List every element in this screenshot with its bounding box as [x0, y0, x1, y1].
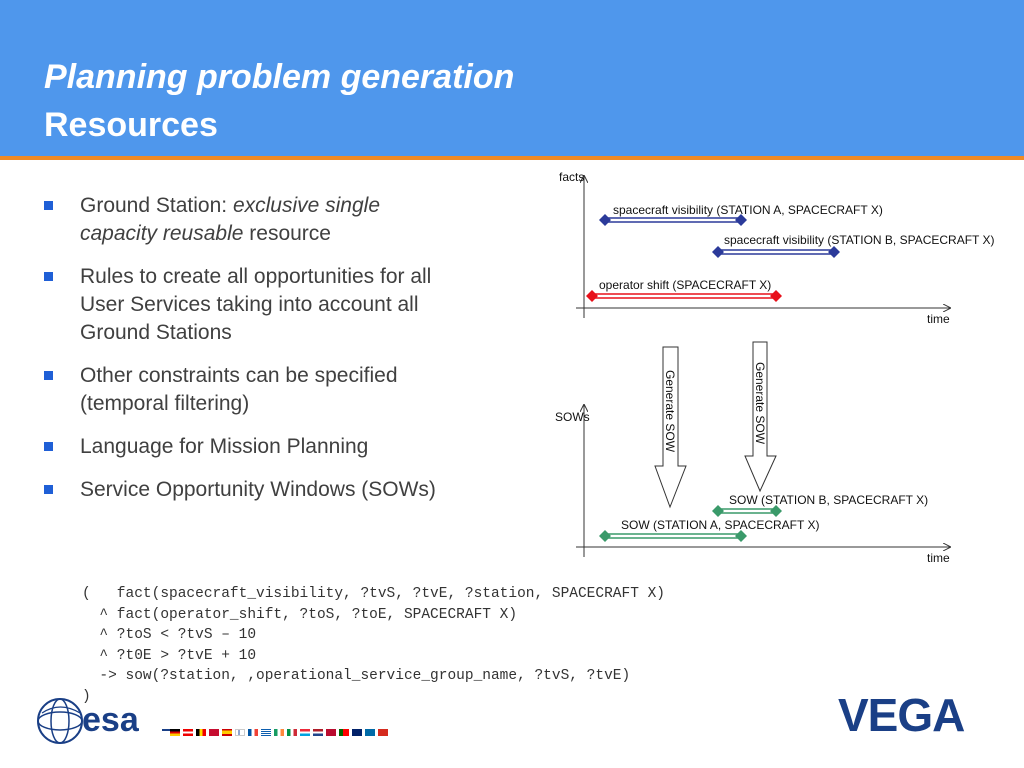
flag-icon — [222, 729, 232, 736]
diamond-icon — [735, 530, 747, 542]
flag-icon — [209, 729, 219, 736]
flag-icon — [326, 729, 336, 736]
bullet-constraints: Other constraints can be specified (temp… — [44, 362, 454, 418]
code-line: -> sow(?station, ,operational_service_gr… — [82, 668, 631, 684]
generate-arrow-2 — [744, 341, 777, 493]
bullet-list: Ground Station: exclusive single capacit… — [44, 192, 454, 519]
sow-b-label: SOW (STATION B, SPACECRAFT X) — [729, 493, 928, 507]
diamond-icon — [712, 505, 724, 517]
flag-icon — [235, 729, 245, 736]
sows-axis-label: SOWs — [555, 410, 590, 424]
visibility-b-label: spacecraft visibility (STATION B, SPACEC… — [724, 233, 995, 247]
timeline-diagram: facts time spacecraft visibility (STATIO… — [555, 170, 995, 565]
flag-icon — [183, 729, 193, 736]
flag-icon — [248, 729, 258, 736]
flag-icon — [261, 729, 271, 736]
code-line: ) — [82, 688, 91, 705]
bullet-language: Language for Mission Planning — [44, 433, 454, 461]
flag-icon — [313, 729, 323, 736]
title-underline — [0, 156, 1024, 160]
time-label-top: time — [927, 312, 950, 326]
bullet-emphasis: exclusive single capacity reusable — [80, 194, 381, 245]
diamond-icon — [828, 246, 840, 258]
flag-icon — [378, 729, 388, 736]
bullet-square-icon — [44, 485, 53, 494]
bullet-text: Rules to create all opportunities for al… — [80, 265, 432, 344]
flag-icon — [170, 729, 180, 736]
facts-axis-label: facts — [559, 170, 584, 184]
esa-logo: esa — [37, 698, 174, 744]
flag-icon — [365, 729, 375, 736]
vega-logo: VEGA — [838, 689, 965, 741]
generate-sow-label-2: Generate SOW — [753, 362, 767, 445]
diamond-icon — [586, 290, 598, 302]
flag-icon — [196, 729, 206, 736]
esa-wordmark: esa — [82, 701, 140, 739]
code-line: ^ fact(operator_shift, ?toS, ?toE, SPACE… — [82, 606, 518, 623]
time-label-bottom: time — [927, 551, 950, 565]
code-line: ^ ?toS < ?tvS – 10 — [82, 627, 257, 643]
bullet-rules: Rules to create all opportunities for al… — [44, 263, 454, 347]
diamond-icon — [770, 505, 782, 517]
bullet-text: resource — [243, 222, 331, 245]
operator-shift-label: operator shift (SPACECRAFT X) — [599, 278, 771, 292]
bullet-sows: Service Opportunity Windows (SOWs) — [44, 476, 454, 504]
flag-icon — [274, 729, 284, 736]
bullet-text: Service Opportunity Windows (SOWs) — [80, 478, 436, 501]
diamond-icon — [735, 214, 747, 226]
slide-title: Planning problem generation — [44, 58, 515, 96]
bullet-square-icon — [44, 272, 53, 281]
code-line: ( fact(spacecraft_visibility, ?tvS, ?tvE… — [82, 586, 665, 602]
member-flags — [170, 729, 388, 736]
code-line: ^ ?t0E > ?tvE + 10 — [82, 647, 257, 664]
slide-subtitle: Resources — [44, 106, 218, 144]
sow-a-label: SOW (STATION A, SPACECRAFT X) — [621, 518, 819, 532]
generate-sow-label-1: Generate SOW — [663, 370, 677, 453]
diamond-icon — [599, 214, 611, 226]
bullet-square-icon — [44, 442, 53, 451]
flag-icon — [300, 729, 310, 736]
diamond-icon — [599, 530, 611, 542]
bullet-text: Ground Station: — [80, 194, 233, 217]
generate-arrow-1 — [654, 346, 687, 509]
diamond-icon — [712, 246, 724, 258]
bullet-square-icon — [44, 201, 53, 210]
bullet-text: Language for Mission Planning — [80, 435, 369, 458]
bullet-ground-station: Ground Station: exclusive single capacit… — [44, 192, 454, 248]
diamond-icon — [770, 290, 782, 302]
title-banner — [0, 0, 1024, 156]
flag-icon — [339, 729, 349, 736]
rule-code-block: ( fact(spacecraft_visibility, ?tvS, ?tvE… — [82, 584, 665, 707]
flag-icon — [352, 729, 362, 736]
flag-icon — [287, 729, 297, 736]
bullet-text: Other constraints can be specified (temp… — [80, 364, 398, 415]
bullet-square-icon — [44, 371, 53, 380]
visibility-a-label: spacecraft visibility (STATION A, SPACEC… — [613, 203, 883, 217]
